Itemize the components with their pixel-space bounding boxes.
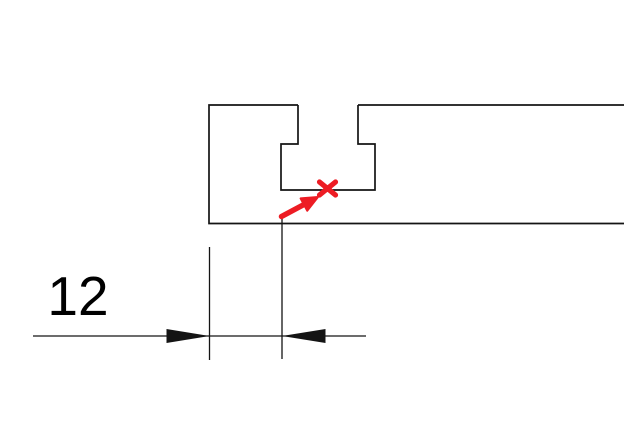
red-arrow-shaft xyxy=(278,201,307,220)
dimension-text: 12 xyxy=(47,265,108,327)
dim-arrowhead-pointing-left xyxy=(282,329,326,343)
part-outline-left-and-bottom xyxy=(208,104,624,225)
profile-group xyxy=(208,104,624,225)
red-cross-marker-stroke-2 xyxy=(316,179,339,198)
t-slot-outline xyxy=(280,105,376,191)
annotation-group xyxy=(278,179,339,220)
dim-arrowhead-pointing-right xyxy=(166,329,210,343)
red-arrow-head xyxy=(299,196,319,212)
dimension-group xyxy=(33,216,366,360)
